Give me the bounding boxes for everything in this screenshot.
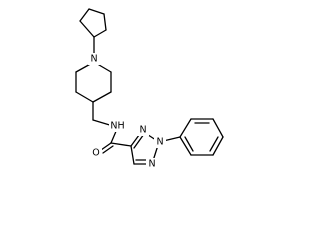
atom-label-n: N [90, 54, 97, 65]
atom-triazole-n2: N [154, 136, 166, 148]
atom-label-nh: NH [110, 121, 124, 132]
bond [184, 136, 194, 152]
bond [79, 8, 90, 22]
bond [212, 136, 224, 156]
atom-piperidine-n: N [88, 53, 100, 65]
atom-amide-o: O [90, 147, 102, 159]
atom-triazole-n1: N [137, 124, 149, 136]
atom-amide-nh: NH [109, 120, 126, 132]
bond [79, 20, 95, 38]
bond [93, 29, 107, 38]
piperidine-ring [75, 61, 112, 103]
atom-label-n: N [148, 159, 155, 170]
bond [209, 136, 219, 152]
bond [130, 145, 135, 165]
bond [133, 133, 145, 149]
bond [179, 118, 192, 138]
molecule-diagram: N NH O N N N [75, 8, 224, 170]
atom-label-n: N [139, 125, 146, 136]
bond [212, 118, 224, 138]
atom-triazole-n3: N [146, 158, 158, 170]
structure-canvas: N NH O N N N [75, 8, 224, 170]
cyclopentyl-ring [79, 8, 107, 38]
bond-carbonyl-o-double [102, 145, 114, 154]
bond [179, 136, 192, 156]
atom-label-n: N [156, 137, 163, 148]
bond-carbonyl-o [100, 142, 112, 151]
phenyl-ring [179, 118, 224, 156]
bond [103, 13, 107, 31]
bond [88, 8, 105, 15]
bond [92, 91, 112, 103]
bond-carbonyl-triazole [110, 142, 132, 147]
atom-label-o: O [92, 148, 99, 159]
bond [75, 91, 94, 103]
